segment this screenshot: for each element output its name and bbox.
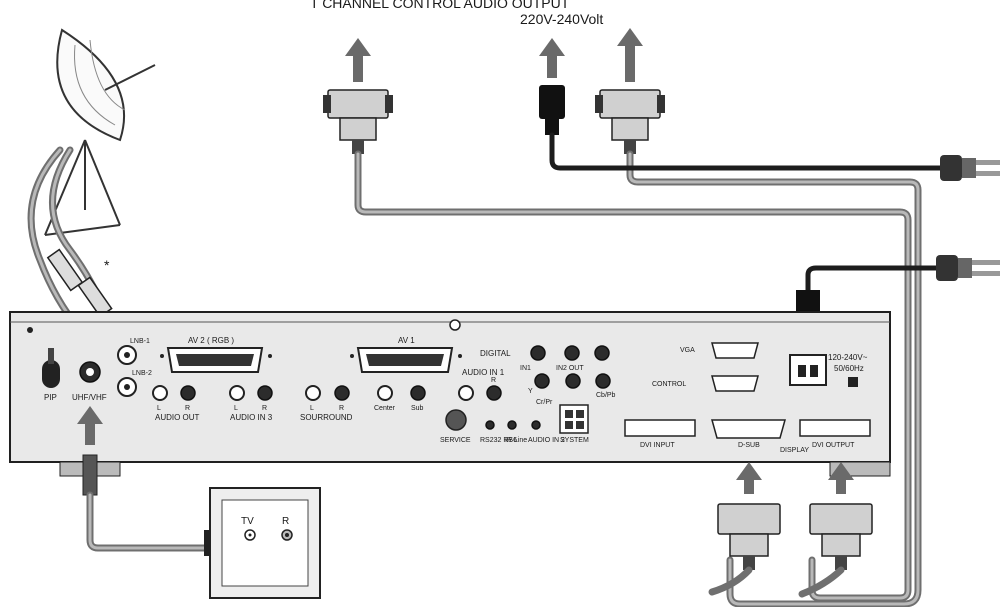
power-cord-top (549, 132, 948, 171)
center-jack[interactable] (377, 385, 393, 401)
label-in1: IN1 (520, 365, 531, 372)
audio-in3-l[interactable] (229, 385, 245, 401)
label-system: SYSTEM (560, 437, 589, 444)
digital-in2[interactable] (564, 345, 580, 361)
label-center: Center (374, 405, 396, 412)
label-av1: AV 1 (398, 336, 415, 345)
dvi-output-port[interactable] (799, 419, 871, 437)
label-surround: SOURROUND (300, 413, 353, 422)
power-spec-line2: 50/60Hz (834, 364, 864, 373)
label-pip: PIP (44, 393, 57, 402)
dsub-port[interactable] (711, 419, 786, 439)
mains-plug-bottom (936, 255, 1000, 281)
dsub-plug-bottom-left (717, 503, 781, 570)
sub-jack[interactable] (410, 385, 426, 401)
label-dvi-output: DVI OUTPUT (812, 442, 855, 449)
component-cr[interactable] (595, 373, 611, 389)
label-audio-in1: AUDIO IN 1 (462, 368, 505, 377)
up-arrow-power (539, 38, 565, 78)
lnb-plug-1 (46, 248, 84, 292)
label-digital: DIGITAL (480, 349, 511, 358)
label-ir-line: IR Line (505, 437, 527, 444)
up-arrow-right (617, 28, 643, 82)
label-y: Y (528, 388, 533, 395)
label-service: SERVICE (440, 437, 471, 444)
dvi-input-port[interactable] (624, 419, 696, 437)
uhf-cable (86, 491, 214, 552)
satellite-dish-icon (44, 28, 156, 236)
audio-out-r[interactable] (180, 385, 196, 401)
label-audio-in1-r: R (491, 377, 496, 384)
label-rs232: RS232 RS6 (480, 437, 517, 444)
label-audio-in3: AUDIO IN 3 (230, 413, 273, 422)
label-cb-pb: Cb/Pb (596, 392, 616, 399)
top-caption-partial: T CHANNEL CONTROL AUDIO OUTPUT (310, 0, 570, 11)
digital-in1[interactable] (530, 345, 546, 361)
audio-in3-r[interactable] (257, 385, 273, 401)
surround-r[interactable] (334, 385, 350, 401)
surround-l[interactable] (305, 385, 321, 401)
dsub-plug-bottom-right (809, 503, 873, 570)
label-audio-out-l: L (157, 405, 161, 412)
label-audio-in2: AUDIO IN 2 (528, 437, 565, 444)
component-y[interactable] (534, 373, 550, 389)
asterisk-mark: * (104, 257, 110, 273)
audio-in1-l[interactable] (458, 385, 474, 401)
power-switch[interactable] (848, 377, 858, 387)
system-port[interactable] (559, 404, 589, 434)
label-lnb1: LNB-1 (130, 338, 150, 345)
power-cord-device (805, 265, 943, 321)
label-dvi-input: DVI INPUT (640, 442, 675, 449)
label-in2-out: IN2 OUT (556, 365, 584, 372)
digital-out[interactable] (594, 345, 610, 361)
audio-in1-r[interactable] (486, 385, 502, 401)
label-audio-in3-r: R (262, 405, 267, 412)
label-vga: VGA (680, 347, 695, 354)
up-arrow-dsub (736, 462, 762, 494)
label-av2: AV 2 ( RGB ) (188, 336, 234, 345)
rs232-jack[interactable] (485, 420, 495, 430)
label-cr-pr-1: Cr/Pr (536, 399, 553, 406)
receiver-back-panel (9, 311, 891, 477)
label-audio-out-r: R (185, 405, 190, 412)
pip-switch[interactable] (42, 348, 60, 388)
label-r: R (282, 516, 289, 527)
label-sub: Sub (411, 405, 424, 412)
control-port[interactable] (711, 375, 759, 392)
mains-plug-top (940, 155, 1000, 181)
vga-port[interactable] (711, 342, 759, 359)
component-cb[interactable] (565, 373, 581, 389)
service-port[interactable] (445, 409, 467, 431)
power-plug-top (539, 85, 565, 135)
label-uhf-vhf: UHF/VHF (72, 393, 107, 402)
ir-line-jack[interactable] (507, 420, 517, 430)
label-lnb2: LNB-2 (132, 370, 152, 377)
label-audio-in3-l: L (234, 405, 238, 412)
dsub-plug-left (323, 89, 393, 154)
up-arrow-left (345, 38, 371, 82)
uhf-plug (82, 454, 98, 496)
dsub-plug-right (595, 89, 665, 154)
label-dsub: D-SUB (738, 442, 760, 449)
power-spec-line1: 120-240V~ (828, 353, 868, 362)
label-surround-r: R (339, 405, 344, 412)
label-surround-l: L (310, 405, 314, 412)
power-socket[interactable] (789, 354, 827, 386)
label-audio-out: AUDIO OUT (155, 413, 200, 422)
up-arrow-uhf (77, 406, 103, 445)
label-display: DISPLAY (780, 447, 809, 454)
voltage-label: 220V-240Volt (520, 11, 603, 27)
label-control: CONTROL (652, 381, 686, 388)
label-tv: TV (241, 516, 254, 527)
audio-out-l[interactable] (152, 385, 168, 401)
up-arrow-dvi (828, 462, 854, 494)
antenna-wall-socket (209, 487, 321, 599)
audio-in2-jack[interactable] (531, 420, 541, 430)
